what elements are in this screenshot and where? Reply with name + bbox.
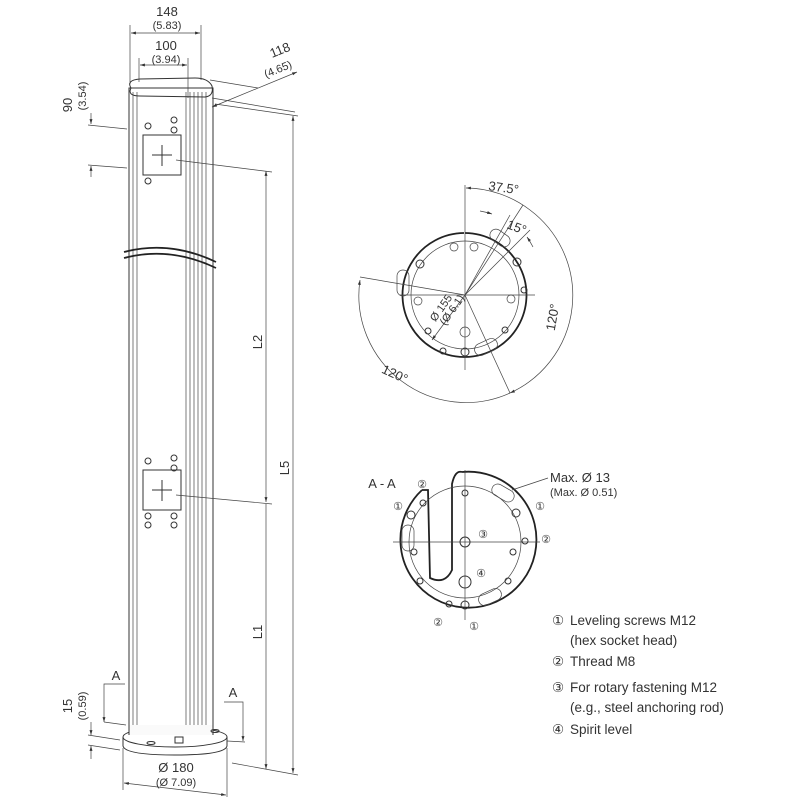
- legend-text-2: Thread M8: [570, 654, 635, 669]
- callout-4: ④: [476, 568, 486, 580]
- dim-15-inches: (0.59): [77, 692, 89, 721]
- section-marker-a-right: A: [229, 685, 238, 700]
- legend-marker-3: ③: [552, 680, 564, 695]
- column-base: [122, 737, 228, 756]
- dim-15: 15: [60, 699, 75, 713]
- legend-sub-3: (e.g., steel anchoring rod): [570, 700, 724, 715]
- angle-120-bottom: 120°: [380, 361, 411, 386]
- legend-text-1: Leveling screws M12: [570, 613, 696, 628]
- top-view: 37.5° 15° 120° 120° Ø 155 (Ø 6.1): [357, 178, 574, 403]
- dim-90-inches: (3.54): [77, 82, 89, 111]
- dim-l2: L2: [250, 335, 265, 349]
- dim-l5: L5: [277, 461, 292, 475]
- callout-3: ③: [478, 529, 488, 541]
- mounting-plate-upper: [142, 134, 182, 176]
- callout-2: ②: [541, 534, 551, 546]
- dim-148-inches: (5.83): [153, 20, 182, 32]
- mounting-plate-lower: [142, 469, 182, 511]
- dim-l1: L1: [250, 625, 265, 639]
- dim-90: 90: [60, 98, 75, 112]
- dim-base-diameter: Ø 180: [158, 760, 193, 775]
- dim-100: 100: [155, 38, 177, 53]
- callout-2: ②: [417, 479, 427, 491]
- section-marker-a-left: A: [112, 668, 121, 683]
- angle-120-right: 120°: [543, 303, 562, 332]
- legend-sub-1: (hex socket head): [570, 633, 677, 648]
- legend-marker-4: ④: [552, 722, 564, 737]
- section-view-a-a: A - A Max. Ø 13 (Max. Ø 0.51) ② ① ① ② ③ …: [368, 470, 617, 633]
- legend-marker-1: ①: [552, 613, 564, 628]
- legend-marker-2: ②: [552, 654, 564, 669]
- section-title: A - A: [368, 476, 396, 491]
- callout-1: ①: [393, 501, 403, 513]
- dim-118: 118: [268, 39, 293, 61]
- column-front-view: [122, 77, 228, 756]
- angle-37-5: 37.5°: [488, 178, 520, 197]
- legend: ① Leveling screws M12 (hex socket head) …: [552, 613, 724, 737]
- callout-1: ①: [535, 501, 545, 513]
- dim-100-inches: (3.94): [152, 54, 181, 66]
- max-diameter-label: Max. Ø 13: [550, 470, 610, 485]
- dim-base-diameter-inches: (Ø 7.09): [156, 777, 196, 789]
- front-dimensions: 148 (5.83) 100 (3.94) 118 (4.65) 90 (3.5…: [60, 4, 299, 797]
- callout-1: ①: [469, 621, 479, 633]
- dim-118-inches: (4.65): [263, 59, 294, 81]
- dim-148: 148: [156, 4, 178, 19]
- legend-text-4: Spirit level: [570, 722, 632, 737]
- callout-2: ②: [433, 617, 443, 629]
- legend-text-3: For rotary fastening M12: [570, 680, 717, 695]
- max-diameter-inches: (Max. Ø 0.51): [550, 487, 617, 499]
- angle-15: 15°: [505, 217, 529, 238]
